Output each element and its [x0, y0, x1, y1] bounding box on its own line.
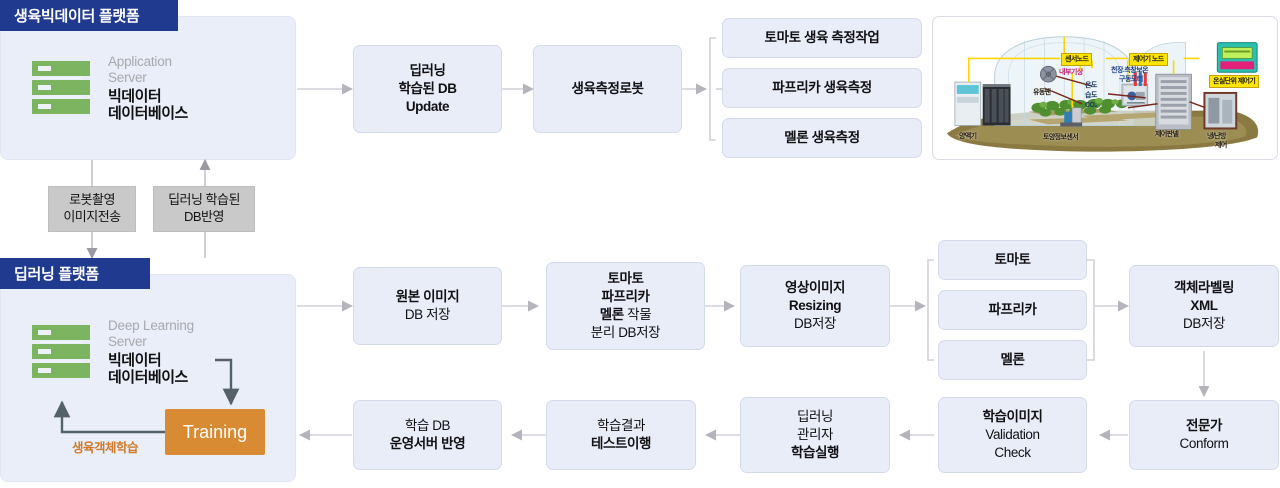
greenhouse-label-motor-line2: 구동모터 — [1119, 76, 1143, 83]
box-growth-measurement-robot[interactable]: 생육측정로봇 — [533, 45, 682, 133]
box-line2: 학습된 DB — [398, 81, 457, 97]
greenhouse-caption-soil-sensor: 토양정보센서 — [1043, 134, 1079, 141]
box-deeplearning-db-update[interactable]: 딥러닝 학습된 DB Update — [353, 45, 502, 133]
box-line2: 파프리카 — [601, 289, 650, 305]
server-subtitle-line1: Application — [108, 54, 172, 69]
box-label: 멜론 생육측정 — [784, 130, 860, 146]
box-training-image-validation[interactable]: 학습이미지 Validation Check — [938, 397, 1087, 473]
box-line1: 영상이미지 — [784, 280, 846, 296]
box-line3: 학습실행 — [790, 444, 840, 460]
box-line1: 딥러닝 — [409, 63, 446, 79]
box-line1: 딥러닝 — [796, 409, 834, 425]
box-line3: DB저장 — [1183, 315, 1225, 331]
box-image-resizing[interactable]: 영상이미지 Resizing DB저장 — [740, 265, 890, 347]
greenhouse-caption-fan: 유동팬 — [1033, 89, 1051, 96]
greenhouse-caption-control-panel: 제어판넬 — [1155, 131, 1179, 138]
box-deeplearning-manager-exec[interactable]: 딥러닝 관리자 학습실행 — [740, 397, 890, 473]
box-line3: Check — [994, 444, 1031, 460]
box-line2: 테스트이행 — [590, 436, 652, 451]
box-line1: 생육측정로봇 — [571, 81, 644, 97]
greenhouse-metric-temp: 온도 — [1085, 82, 1097, 89]
server-title-line1: 빅데이터 — [108, 352, 162, 370]
box-line2: Conform — [1179, 436, 1229, 451]
greenhouse-tag-controller-node: 제어기 노드 — [1129, 53, 1168, 66]
box-line3: Update — [405, 98, 450, 114]
connector-label-db-reflect: 딥러닝 학습된 DB반영 — [153, 186, 255, 232]
box-label: 파프리카 생육측정 — [772, 80, 872, 96]
connector-label-line2: 이미지전송 — [63, 209, 121, 224]
box-measure-melon[interactable]: 멜론 생육측정 — [722, 118, 922, 158]
box-crop-melon[interactable]: 멜론 — [938, 340, 1087, 380]
training-loop-label: 생육객체학습 — [72, 441, 139, 455]
box-line1: 학습 DB — [404, 418, 451, 434]
box-label: 파프리카 — [988, 302, 1037, 318]
box-training-result-test[interactable]: 학습결과 테스트이행 — [546, 400, 696, 470]
panel-header-bigdata-platform: 생육빅데이터 플랫폼 — [0, 0, 178, 31]
greenhouse-tag-unit-controller: 온실단위 제어기 — [1209, 75, 1260, 88]
box-line1: 토마토 — [607, 271, 644, 287]
box-line2: 운영서버 반영 — [389, 436, 466, 451]
training-box[interactable]: Training — [165, 409, 265, 455]
box-label: 멜론 — [1000, 352, 1025, 368]
box-line1: 객체라벨링 — [1173, 280, 1235, 296]
box-training-db-deploy[interactable]: 학습 DB 운영서버 반영 — [353, 400, 502, 470]
box-measure-tomato[interactable]: 토마토 생육 측정작업 — [722, 18, 922, 58]
box-measure-paprika[interactable]: 파프리카 생육측정 — [722, 68, 922, 108]
box-line2: Validation — [985, 427, 1040, 443]
box-label: 토마토 — [994, 252, 1031, 268]
greenhouse-caption-nutrient: 양액기 — [959, 133, 977, 140]
greenhouse-label-motor-line1: 천장.측창보온 — [1111, 67, 1149, 74]
panel-header-deeplearning-platform: 딥러닝 플랫폼 — [0, 258, 150, 289]
box-line1: 학습결과 — [596, 418, 646, 434]
server-icon — [32, 325, 90, 379]
greenhouse-metric-humidity: 습도 — [1085, 92, 1097, 99]
server-subtitle-line1: Deep Learning — [108, 318, 194, 333]
server-title-line2: 데이터베이스 — [108, 105, 188, 123]
box-object-labeling-xml[interactable]: 객체라벨링 XML DB저장 — [1129, 265, 1279, 347]
box-line2: Resizing — [788, 298, 842, 314]
server-icon — [32, 61, 90, 115]
box-line4: 분리 DB저장 — [590, 324, 661, 340]
box-expert-conform[interactable]: 전문가 Conform — [1129, 400, 1279, 470]
greenhouse-caption-hvac-line2: 제어 — [1215, 142, 1227, 149]
greenhouse-label-inner-weather: 내부기상 — [1059, 69, 1083, 76]
server-subtitle-line2: Server — [108, 69, 147, 85]
box-line2: XML — [1190, 298, 1218, 314]
greenhouse-illustration — [946, 36, 1259, 152]
connector-label-line1: 로봇촬영 — [69, 192, 115, 208]
server-title-line1: 빅데이터 — [108, 88, 162, 106]
server-title-line2: 데이터베이스 — [108, 369, 188, 387]
box-line2: 관리자 — [796, 427, 834, 443]
box-line1: 학습이미지 — [982, 409, 1043, 425]
server-block-application: Application Server 빅데이터 데이터베이스 — [28, 54, 188, 123]
box-label: 토마토 생육 측정작업 — [764, 30, 880, 46]
box-crop-paprika[interactable]: 파프리카 — [938, 290, 1087, 330]
greenhouse-tag-sensor-node: 센서노드 — [1061, 53, 1093, 66]
connector-label-line2: DB반영 — [184, 209, 224, 224]
box-line2: DB 저장 — [404, 307, 451, 322]
box-line1: 전문가 — [1185, 418, 1223, 434]
server-subtitle-line2: Server — [108, 333, 147, 349]
connector-label-line1: 딥러닝 학습된 — [168, 192, 240, 208]
box-line1: 원본 이미지 — [395, 289, 460, 305]
connector-label-robot-image-transfer: 로봇촬영 이미지전송 — [48, 186, 136, 232]
greenhouse-metric-co2: CO₂ — [1085, 102, 1098, 109]
box-crop-tomato[interactable]: 토마토 — [938, 240, 1087, 280]
greenhouse-caption-hvac-line1: 냉/난방 — [1207, 133, 1226, 140]
box-line3: 멜론 작물 — [599, 307, 652, 322]
box-original-image-db[interactable]: 원본 이미지 DB 저장 — [353, 267, 502, 345]
box-line3: DB저장 — [794, 315, 836, 331]
greenhouse-illustration-panel: 센서노드 제어기 노드 온실단위 제어기 내부기상 천장.측창보온 구동모터 온… — [932, 16, 1278, 160]
box-crop-split-db[interactable]: 토마토 파프리카 멜론 작물 분리 DB저장 — [546, 262, 705, 350]
server-block-deeplearning: Deep Learning Server 빅데이터 데이터베이스 — [28, 318, 194, 387]
